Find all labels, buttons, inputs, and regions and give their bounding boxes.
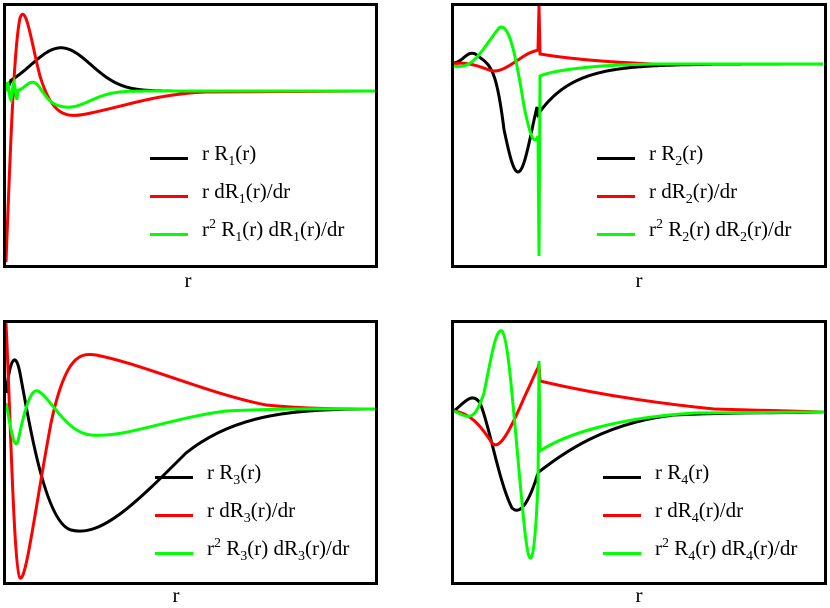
plot-area — [454, 329, 824, 560]
legend-swatch — [603, 552, 641, 555]
legend-label: r R1(r) — [202, 141, 257, 170]
series-line — [6, 389, 375, 446]
legend-swatch — [150, 233, 188, 236]
legend-label: r2 R3(r) dR3(r)/dr — [207, 536, 350, 565]
legend-swatch — [155, 514, 193, 517]
legend-label: r R2(r) — [649, 141, 704, 170]
series-line — [454, 362, 824, 447]
x-axis-label: r — [635, 583, 643, 607]
legend-swatch — [603, 476, 641, 479]
legend-swatch — [155, 552, 193, 555]
legend-label: r2 R1(r) dR1(r)/dr — [202, 217, 345, 246]
legend-swatch — [603, 514, 641, 517]
legend-swatch — [597, 195, 635, 198]
series-line — [454, 329, 824, 560]
legend-label: r R4(r) — [655, 460, 710, 489]
legend-swatch — [597, 233, 635, 236]
legend-label: r R3(r) — [207, 460, 262, 489]
x-axis-label: r — [635, 268, 643, 292]
plot-frame — [451, 320, 827, 585]
series-line — [454, 51, 823, 174]
legend-label: r2 R4(r) dR4(r)/dr — [655, 536, 798, 565]
series-line — [6, 323, 375, 580]
series-line — [6, 13, 375, 263]
legend-label: r dR1(r)/dr — [202, 179, 291, 208]
series-line — [6, 76, 375, 109]
plot-frame — [451, 3, 827, 268]
series-line — [6, 358, 375, 533]
series-line — [454, 396, 824, 512]
series-line — [454, 6, 823, 73]
series-line — [6, 46, 375, 93]
legend-swatch — [150, 195, 188, 198]
legend-label: r dR4(r)/dr — [655, 498, 744, 527]
legend-swatch — [155, 476, 193, 479]
plot-area — [454, 6, 823, 257]
x-axis-label: r — [172, 583, 180, 607]
plot-area — [6, 13, 375, 263]
legend-swatch — [150, 157, 188, 160]
plot-frame — [3, 3, 378, 268]
plot-frame — [3, 320, 378, 585]
legend-label: r dR3(r)/dr — [207, 498, 296, 527]
legend-label: r2 R2(r) dR2(r)/dr — [649, 217, 792, 246]
plot-area — [6, 323, 375, 580]
x-axis-label: r — [184, 268, 192, 292]
legend-swatch — [597, 157, 635, 160]
series-line — [454, 25, 823, 257]
legend-label: r dR2(r)/dr — [649, 179, 738, 208]
